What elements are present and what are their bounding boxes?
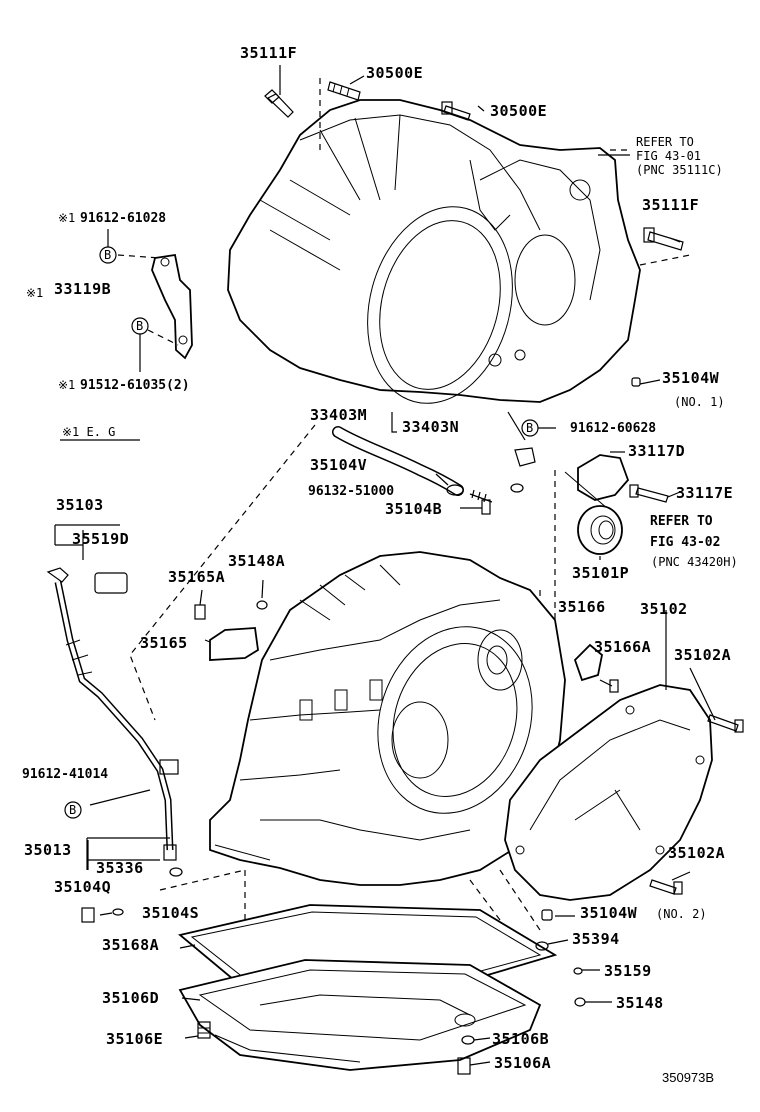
bolt-mark-3: B (521, 419, 539, 437)
label-35148: 35148 (616, 994, 664, 1012)
bolt-35102A-bot (649, 879, 683, 895)
label-33117D: 33117D (628, 442, 685, 460)
plate-35166 (573, 643, 603, 682)
plug-35148 (574, 997, 586, 1007)
label-91612-60628: 91612-60628 (570, 421, 656, 436)
label-35104W-1: 35104W (662, 369, 720, 387)
bracket-33119B (117, 253, 193, 360)
svg-text:B: B (69, 803, 76, 817)
label-35106D: 35106D (102, 989, 159, 1007)
plug-35159 (573, 967, 583, 975)
label-refer1-l3: (PNC 35111C) (636, 163, 723, 177)
stud-30500E-b (441, 101, 471, 121)
label-35104V: 35104V (310, 456, 367, 474)
label-diagram-id: 350973B (662, 1070, 714, 1085)
seal-35394 (535, 941, 549, 951)
transaxle-housing-upper (227, 99, 641, 404)
label-33117E: 33117E (676, 484, 733, 502)
label-35104Q: 35104Q (54, 878, 111, 896)
side-cover-35102 (504, 684, 713, 901)
label-mark1b: ※1 (26, 286, 43, 300)
label-mark1a: ※1 (58, 211, 75, 225)
label-96132-51000: 96132-51000 (308, 484, 394, 499)
bolt-35111F-right (643, 227, 684, 251)
svg-text:B: B (526, 421, 533, 435)
cover-33117D (564, 454, 630, 516)
label-35166: 35166 (558, 598, 606, 616)
label-35102A-top: 35102A (674, 646, 731, 664)
label-35104W-2: 35104W (580, 904, 638, 922)
bolt-35102A-top (707, 714, 744, 733)
bolt-mark-4: B (64, 801, 82, 819)
breather-plug-33403N (510, 447, 536, 493)
bolt-35166A (609, 679, 619, 693)
label-35165A: 35165A (168, 568, 225, 586)
plate-35165 (209, 627, 259, 661)
plug-35104W-1 (631, 377, 641, 387)
dipstick-seal-35336 (169, 867, 183, 877)
label-refer2-l3: (PNC 43420H) (651, 555, 738, 569)
breather-hose-35104V (332, 426, 464, 496)
label-35166A: 35166A (594, 638, 651, 656)
label-35104W-2-note: (NO. 2) (656, 907, 707, 921)
drain-plug-35106A (457, 1057, 471, 1075)
label-33403N: 33403N (402, 418, 459, 436)
bolt-35165A (194, 604, 206, 620)
dipstick-35103 (46, 567, 179, 861)
stud-30500E-a (327, 81, 361, 101)
label-35102A-bot: 35102A (668, 844, 725, 862)
label-35104S: 35104S (142, 904, 199, 922)
label-35148A: 35148A (228, 552, 285, 570)
bolt-33117E (629, 484, 669, 503)
cap-35519D (94, 572, 128, 594)
label-35101P: 35101P (572, 564, 629, 582)
label-35336: 35336 (96, 859, 144, 877)
plug-35148A (256, 600, 268, 610)
label-35104B: 35104B (385, 500, 442, 518)
label-91612-61028: 91612-61028 (80, 211, 166, 226)
label-35168A: 35168A (102, 936, 159, 954)
transaxle-case-main (209, 551, 566, 886)
label-91512-61035: 91512-61035(2) (80, 378, 190, 393)
label-35104W-1-note: (NO. 1) (674, 395, 725, 409)
label-30500E-a: 30500E (366, 64, 423, 82)
label-35519D: 35519D (72, 530, 129, 548)
label-30500E-b: 30500E (490, 102, 547, 120)
label-35106E: 35106E (106, 1030, 163, 1048)
plug-35104Q (81, 907, 95, 923)
label-35165: 35165 (140, 634, 188, 652)
seal-35101P (577, 505, 623, 555)
label-35394: 35394 (572, 930, 620, 948)
oil-pan-35106D (178, 959, 542, 1071)
clip-96132-51000 (446, 484, 493, 515)
label-35106B: 35106B (492, 1030, 549, 1048)
plug-35104S (112, 908, 124, 916)
bolt-mark-1: B (99, 246, 117, 264)
label-35103: 35103 (56, 496, 104, 514)
plug-35104W-2 (541, 909, 553, 921)
label-35111F-right: 35111F (642, 196, 699, 214)
bolt-35111F-top (264, 89, 294, 118)
svg-text:B: B (136, 319, 143, 333)
label-refer1-l2: FIG 43-01 (636, 149, 701, 163)
label-33119B: 33119B (54, 280, 111, 298)
label-35159: 35159 (604, 962, 652, 980)
label-35102: 35102 (640, 600, 688, 618)
label-91612-41014: 91612-41014 (22, 767, 108, 782)
label-note-eg: ※1 E. G (62, 425, 115, 439)
label-35106A: 35106A (494, 1054, 551, 1072)
label-mark1c: ※1 (58, 378, 75, 392)
drain-plug-35106E (197, 1021, 211, 1039)
label-35111F-top: 35111F (240, 44, 297, 62)
label-35013: 35013 (24, 841, 72, 859)
label-refer2-l1: REFER TO (650, 514, 713, 529)
svg-text:B: B (104, 248, 111, 262)
label-refer1-l1: REFER TO (636, 135, 694, 149)
label-33403M: 33403M (310, 406, 367, 424)
bolt-mark-2: B (131, 317, 149, 335)
label-refer2-l2: FIG 43-02 (650, 535, 720, 550)
